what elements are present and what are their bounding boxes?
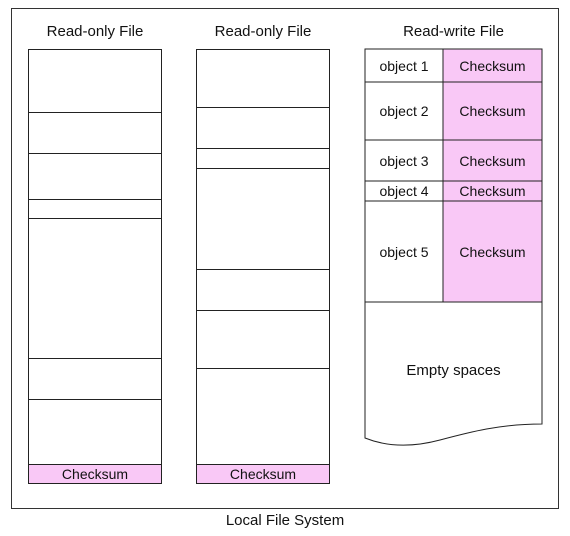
block-divider: [29, 112, 161, 113]
object-4-checksum: Checksum: [459, 183, 526, 199]
block-divider: [29, 153, 161, 154]
block-divider: [29, 199, 161, 200]
block-divider: [29, 399, 161, 400]
checksum-block: Checksum: [28, 464, 162, 484]
empty-spaces-label: Empty spaces: [406, 361, 501, 379]
object-3-label: object 3: [379, 152, 429, 169]
block-divider: [197, 310, 329, 311]
block-divider: [29, 358, 161, 359]
object-5-label: object 5: [379, 243, 429, 260]
readonly-file-1: Checksum: [28, 49, 162, 484]
object-2-label: object 2: [379, 103, 429, 119]
readonly-file-2: Checksum: [196, 49, 330, 484]
object-1-checksum: Checksum: [459, 57, 526, 74]
block-divider: [197, 107, 329, 108]
diagram-caption: Local File System: [225, 512, 345, 529]
block-divider: [197, 148, 329, 149]
object-5-checksum: Checksum: [459, 243, 526, 260]
local-file-system-frame: [11, 8, 559, 509]
column-title-readwrite: Read-write File: [403, 23, 504, 40]
object-4-label: object 4: [379, 183, 429, 199]
block-divider: [197, 269, 329, 270]
object-2-checksum: Checksum: [459, 103, 526, 119]
checksum-block: Checksum: [196, 464, 330, 484]
block-divider: [197, 368, 329, 369]
object-1-label: object 1: [379, 57, 429, 74]
column-title-readonly-2: Read-only File: [214, 23, 312, 40]
block-divider: [29, 218, 161, 219]
object-3-checksum: Checksum: [459, 152, 526, 169]
block-divider: [197, 168, 329, 169]
column-title-readonly-1: Read-only File: [46, 23, 144, 40]
